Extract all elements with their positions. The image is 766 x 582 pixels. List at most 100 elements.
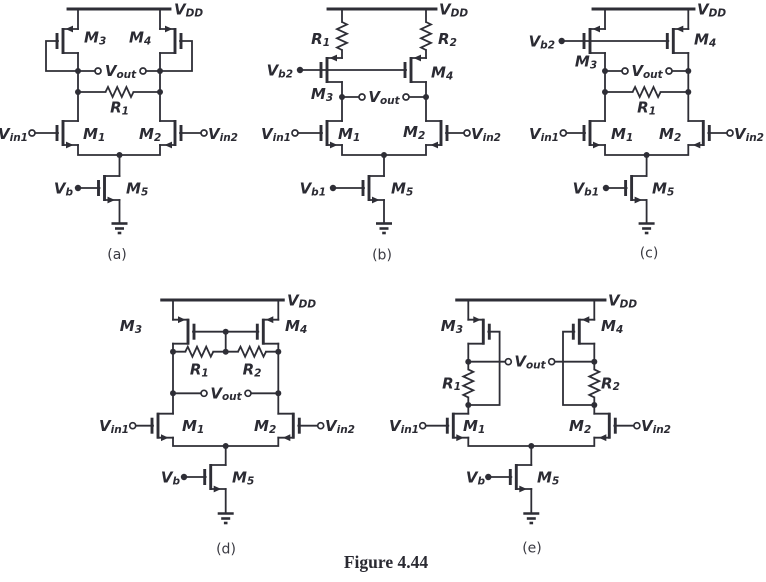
label-r1: R1 xyxy=(637,99,656,118)
transistor-m1 xyxy=(150,411,175,443)
wires xyxy=(34,7,202,224)
label-m2: M2 xyxy=(659,125,681,144)
label-vb: Vb xyxy=(54,180,74,199)
label-m3: M3 xyxy=(120,317,142,336)
vin2-terminal xyxy=(463,129,471,137)
label-vin2: Vin2 xyxy=(734,125,764,144)
label-m3: M3 xyxy=(311,85,333,104)
vout-terminal-right xyxy=(547,357,556,366)
transistor-m3 xyxy=(173,316,194,344)
label-m1: M1 xyxy=(611,125,633,144)
resistor-r2 xyxy=(589,369,599,397)
label-m1: M1 xyxy=(182,417,204,436)
label-vout: Vout xyxy=(514,353,546,372)
label-vin2: Vin2 xyxy=(208,125,238,144)
label-m3: M3 xyxy=(441,317,463,336)
resistor-r1 xyxy=(463,369,473,397)
transistor-m4 xyxy=(403,53,428,85)
transistor-m4 xyxy=(255,314,280,347)
circuit-e-schematic: VDD M3 M4 Vout R1 R2 Vin1 M1 M2 Vin2 Vb … xyxy=(389,292,671,557)
ground-icon xyxy=(110,222,129,235)
transistor-m3 xyxy=(319,53,344,85)
junction-dots xyxy=(74,68,163,192)
vout-terminal-left xyxy=(358,93,366,101)
junction-dots xyxy=(296,66,429,192)
transistor-m5 xyxy=(203,462,228,494)
transistor-m4 xyxy=(160,26,181,54)
vin1-terminal xyxy=(418,421,427,430)
circuit-a-schematic: VDD M3 M4 Vout R1 Vin1 M1 M2 Vin2 Vb M5 … xyxy=(0,1,238,264)
label-m5: M5 xyxy=(391,180,413,199)
label-m1: M1 xyxy=(338,125,360,144)
resistor-r1 xyxy=(631,86,662,98)
label-r2: R2 xyxy=(601,374,620,393)
label-m2: M2 xyxy=(254,417,276,436)
circuit-b-schematic: VDD R1 R2 Vb2 M4 M3 Vout Vin1 M1 M2 Vin2… xyxy=(261,1,501,264)
label-m5: M5 xyxy=(232,469,254,488)
label-m2: M2 xyxy=(139,125,161,144)
label-r2: R2 xyxy=(243,361,262,380)
label-vb2: Vb2 xyxy=(529,33,555,52)
vin1-terminal xyxy=(28,129,36,137)
figure-caption: Figure 4.44 xyxy=(343,552,429,572)
label-m4: M4 xyxy=(694,31,716,50)
label-vdd: VDD xyxy=(697,1,726,20)
transistor-m2 xyxy=(426,120,447,148)
vin2-terminal xyxy=(726,129,734,137)
wires xyxy=(560,7,728,224)
label-vout: Vout xyxy=(631,62,663,81)
label-vdd: VDD xyxy=(439,1,468,20)
label-vin1: Vin1 xyxy=(529,125,559,144)
label-m5: M5 xyxy=(537,469,559,488)
label-vout: Vout xyxy=(368,88,400,107)
transistor-m3 xyxy=(582,24,607,56)
circuit-c-schematic: VDD Vb2 M4 M3 Vout R1 Vin1 M1 M2 Vin2 Vb… xyxy=(529,1,764,262)
vin1-terminal xyxy=(559,129,568,137)
label-vin1: Vin1 xyxy=(0,125,28,144)
label-vb: Vb xyxy=(161,469,181,488)
label-vin2: Vin2 xyxy=(471,125,501,144)
label-vin1: Vin1 xyxy=(99,417,129,436)
vout-terminal-left xyxy=(200,389,208,398)
label-vb1: Vb1 xyxy=(573,180,599,199)
resistor-r2 xyxy=(421,22,431,50)
label-m4: M4 xyxy=(285,317,307,336)
resistor-r1 xyxy=(104,86,135,98)
junction-dots xyxy=(558,37,692,192)
circuit-d-schematic: VDD M3 M4 R1 R2 Vout Vin1 M1 M2 Vin2 Vb … xyxy=(99,292,355,558)
label-vout: Vout xyxy=(105,62,137,81)
vout-terminal-right xyxy=(665,67,673,75)
label-r1: R1 xyxy=(110,99,129,118)
ground-icon xyxy=(216,512,235,525)
subfigure-tag-e: (e) xyxy=(522,541,542,557)
vout-terminal-left xyxy=(94,67,102,75)
subfigure-tag-b: (b) xyxy=(372,248,392,264)
label-vb: Vb xyxy=(466,469,486,488)
transistor-m5 xyxy=(508,462,533,494)
ground-icon xyxy=(637,222,656,235)
ground-icon xyxy=(374,222,394,235)
transistor-m2 xyxy=(688,120,709,148)
subfigure-tag-a: (a) xyxy=(107,247,127,263)
label-m4: M4 xyxy=(129,29,151,48)
label-vin1: Vin1 xyxy=(261,125,291,144)
label-vin1: Vin1 xyxy=(389,417,419,436)
vout-terminal-right xyxy=(402,93,410,101)
vout-terminal-left xyxy=(621,67,629,75)
transistor-m3 xyxy=(55,24,80,56)
transistor-m1 xyxy=(582,118,607,150)
label-m4: M4 xyxy=(601,317,623,336)
label-r1: R1 xyxy=(190,361,209,380)
resistor-r2 xyxy=(237,345,267,358)
label-vb2: Vb2 xyxy=(267,62,293,81)
vout-terminal-right xyxy=(244,389,252,398)
vin1-terminal xyxy=(128,421,137,430)
junction-dots xyxy=(465,358,598,481)
transistor-m1 xyxy=(55,118,80,150)
vout-terminal-right xyxy=(139,67,147,75)
label-vdd: VDD xyxy=(174,1,203,20)
transistor-m5 xyxy=(624,173,649,205)
label-m1: M1 xyxy=(83,125,105,144)
junction-dots xyxy=(170,328,282,481)
